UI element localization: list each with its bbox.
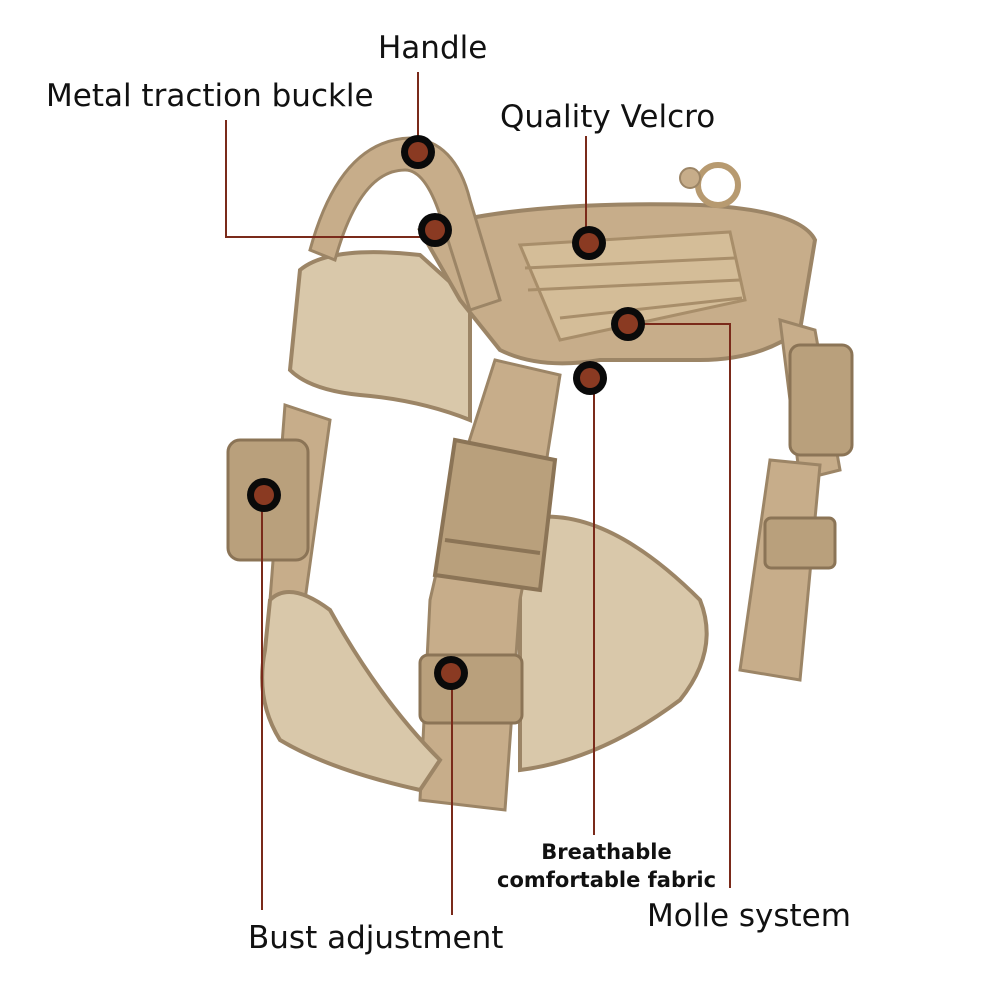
belly-panel: [518, 514, 709, 773]
top-ring: [695, 162, 741, 208]
molle-straps: [524, 256, 743, 320]
label-molle-system: Molle system: [647, 898, 851, 934]
label-bust-adjustment: Bust adjustment: [248, 920, 504, 956]
label-quality-velcro: Quality Velcro: [500, 99, 716, 135]
leader-metal-buckle: [225, 120, 435, 238]
markers: [247, 135, 645, 690]
label-handle: Handle: [378, 30, 488, 66]
marker-metal-buckle: [418, 213, 452, 247]
leader-molle: [628, 323, 731, 888]
marker-molle: [611, 307, 645, 341]
label-breathable-line1: Breathable: [541, 840, 672, 864]
label-breathable-line2: comfortable fabric: [497, 868, 717, 892]
label-breathable-fabric: Breathable comfortable fabric: [497, 838, 716, 894]
left-belly-panel: [260, 590, 443, 793]
marker-handle: [401, 135, 435, 169]
center-buckle-slot: [444, 538, 541, 555]
right-belly-strap: [738, 458, 822, 682]
marker-breathable: [573, 361, 607, 395]
harness-left-panel: [287, 250, 472, 423]
handle-strap: [308, 136, 502, 312]
marker-bust-center: [434, 656, 468, 690]
label-metal-traction-buckle: Metal traction buckle: [46, 78, 374, 114]
marker-bust-left: [247, 478, 281, 512]
top-toggle: [679, 167, 701, 189]
harness-image: [226, 136, 854, 812]
marker-velcro: [572, 226, 606, 260]
right-buckle: [788, 343, 854, 457]
right-slider: [763, 516, 837, 570]
center-buckle: [432, 437, 558, 593]
center-slider: [418, 653, 524, 725]
